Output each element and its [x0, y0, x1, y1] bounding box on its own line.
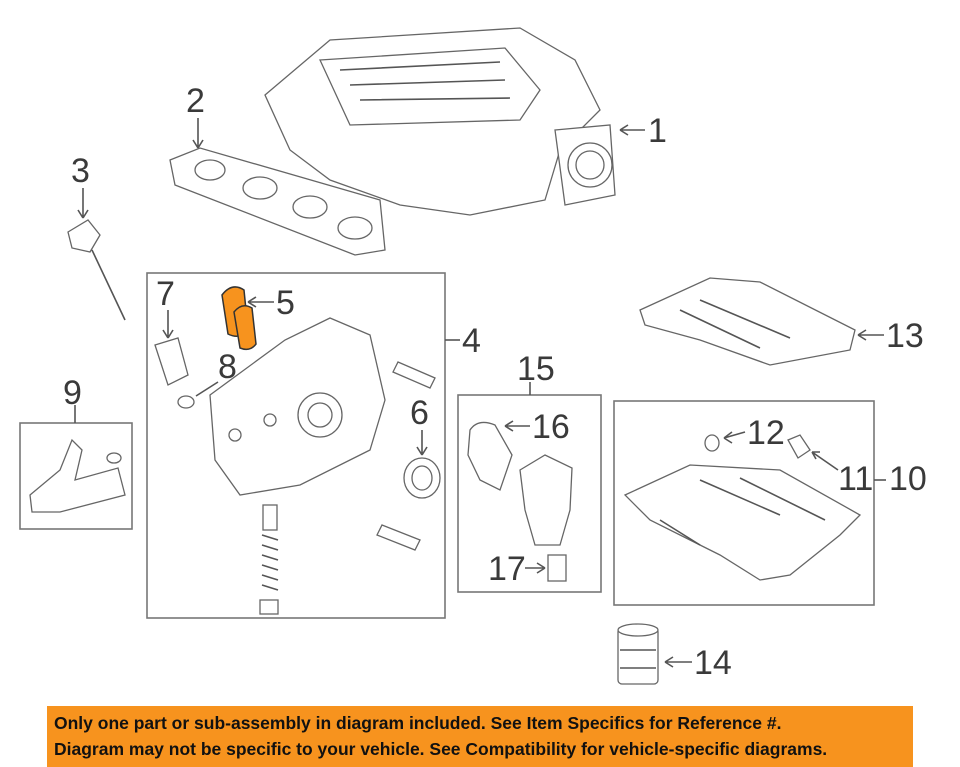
oil-pan-group-box — [613, 400, 875, 606]
callout-1: 1 — [648, 112, 667, 150]
oil-pump-seal-part-highlighted[interactable] — [221, 286, 257, 351]
callout-8: 8 — [218, 348, 237, 386]
oil-seal-part[interactable] — [403, 457, 441, 499]
callout-14: 14 — [694, 644, 732, 682]
oil-pump-part[interactable] — [209, 317, 386, 496]
parts-diagram: 1 2 3 4 5 6 7 — [19, 27, 927, 685]
callout-17: 17 — [488, 550, 526, 588]
filter-base-gasket-part[interactable] — [467, 421, 513, 491]
callout-13: 13 — [886, 317, 924, 355]
disclaimer-line-2: Diagram may not be specific to your vehi… — [54, 739, 828, 759]
callout-15: 15 — [517, 350, 555, 388]
manifold-gasket-part[interactable] — [169, 147, 386, 256]
oil-pressure-sensor-part[interactable] — [154, 337, 189, 386]
stud-bolts-part[interactable] — [376, 361, 436, 551]
callout-16: 16 — [532, 408, 570, 446]
o-ring-part[interactable] — [177, 395, 195, 409]
intake-manifold-part[interactable] — [264, 27, 616, 216]
oil-pan-part[interactable] — [623, 464, 862, 581]
callout-7: 7 — [156, 275, 175, 313]
baffle-part[interactable] — [29, 438, 126, 513]
sensor-plug-part[interactable] — [547, 554, 567, 582]
oil-pan-shield-part[interactable] — [639, 277, 856, 366]
callout-2: 2 — [186, 82, 205, 120]
drain-bolt-part[interactable] — [787, 434, 811, 459]
callout-4: 4 — [462, 322, 481, 360]
baffle-group-box — [19, 422, 133, 530]
callout-5: 5 — [276, 284, 295, 322]
oil-filter-part[interactable] — [617, 623, 659, 685]
relief-spring-part[interactable] — [259, 504, 279, 615]
callout-11: 11 — [838, 460, 873, 498]
callout-6: 6 — [410, 394, 429, 432]
drain-washer-part[interactable] — [704, 434, 720, 452]
oil-filter-base-part[interactable] — [519, 454, 573, 546]
dipstick-part[interactable] — [67, 219, 126, 321]
oil-pump-group-box — [146, 272, 446, 619]
callout-10: 10 — [889, 460, 927, 498]
callout-3: 3 — [71, 152, 90, 190]
disclaimer-banner: Only one part or sub-assembly in diagram… — [47, 706, 913, 767]
callout-12: 12 — [747, 414, 785, 452]
disclaimer-line-1: Only one part or sub-assembly in diagram… — [54, 713, 782, 733]
callout-9: 9 — [63, 374, 82, 412]
